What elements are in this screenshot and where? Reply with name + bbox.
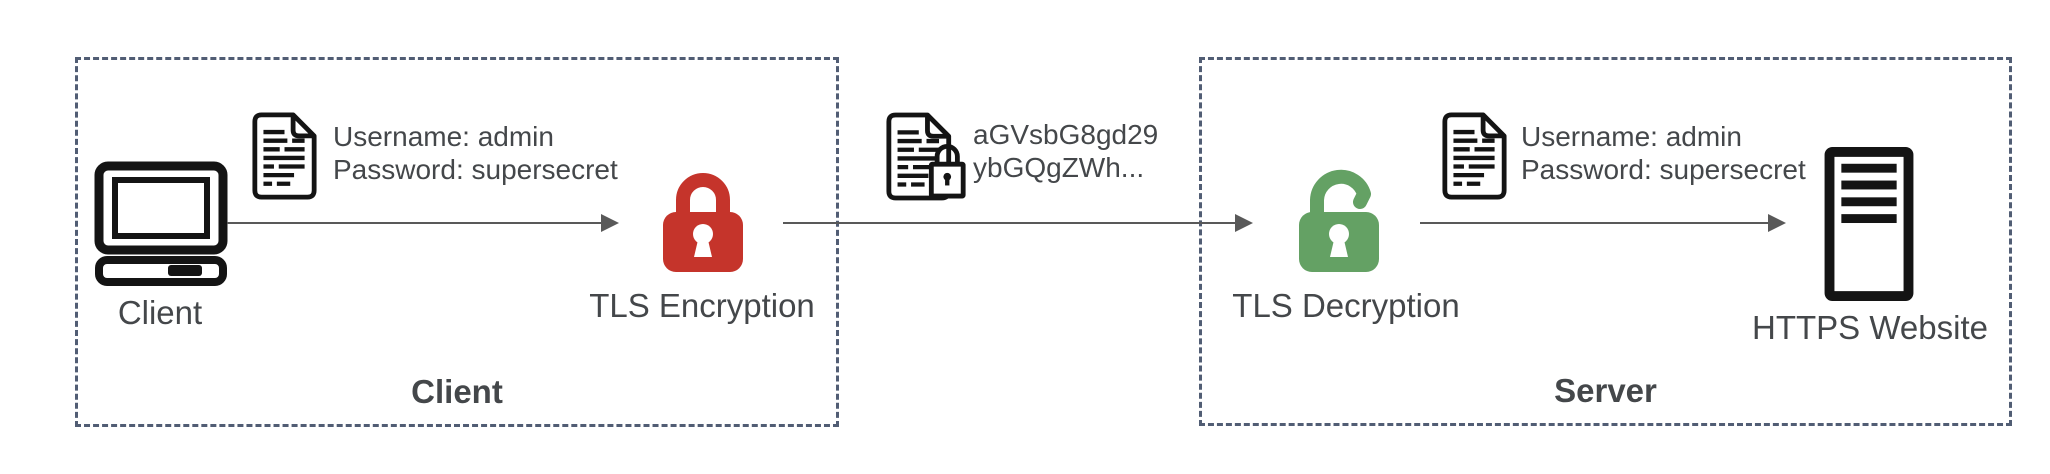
client-boundary-box: Client xyxy=(75,57,839,427)
password-line: Password: supersecret xyxy=(1521,154,1806,185)
closed-lock-icon xyxy=(663,173,743,272)
ciphertext-message: aGVsbG8gd29 ybGQgZWh... xyxy=(973,118,1158,184)
encrypted-document-icon xyxy=(885,112,966,201)
arrow-client-to-encryption xyxy=(227,214,619,232)
plaintext-document-icon xyxy=(251,112,318,200)
server-box-title: Server xyxy=(1554,372,1657,409)
arrow-head-icon xyxy=(601,214,619,232)
ciphertext-line: aGVsbG8gd29 xyxy=(973,119,1159,150)
arrow-encryption-to-decryption xyxy=(783,214,1253,232)
arrow-decryption-to-website xyxy=(1420,214,1786,232)
client-box-title: Client xyxy=(411,373,503,410)
decrypted-document-icon xyxy=(1441,112,1508,200)
password-line: Password: supersecret xyxy=(333,154,618,185)
tls-encryption-label: TLS Encryption xyxy=(589,287,815,324)
server-icon xyxy=(1824,146,1914,302)
client-node-label: Client xyxy=(117,294,203,331)
client-plaintext-message: Username: admin Password: supersecret xyxy=(333,120,618,186)
ciphertext-line: ybGQgZWh... xyxy=(973,152,1145,183)
arrow-head-icon xyxy=(1768,214,1786,232)
tls-decryption-label: TLS Decryption xyxy=(1232,287,1460,324)
username-line: Username: admin xyxy=(333,121,554,152)
username-line: Username: admin xyxy=(1521,121,1742,152)
arrow-head-icon xyxy=(1235,214,1253,232)
open-lock-icon xyxy=(1299,169,1379,272)
client-computer-icon xyxy=(94,161,228,286)
server-boundary-box: Server xyxy=(1199,57,2012,426)
https-website-label: HTTPS Website xyxy=(1752,309,1988,346)
server-plaintext-message: Username: admin Password: supersecret xyxy=(1521,120,1806,186)
